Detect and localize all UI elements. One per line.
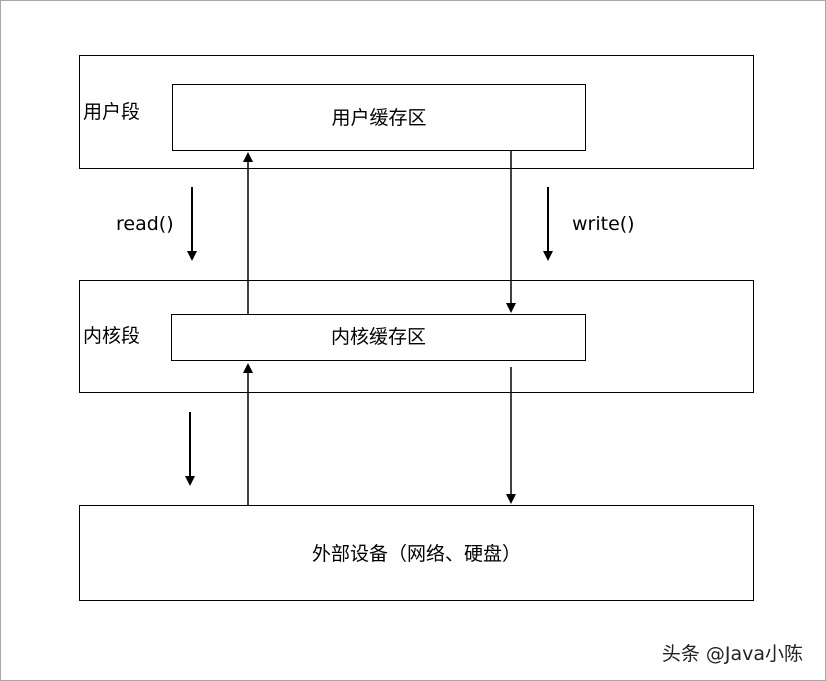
- user-segment-label: 用户段: [83, 101, 141, 123]
- write-call-label: write(): [572, 213, 635, 235]
- kernel-segment-label: 内核段: [83, 325, 141, 347]
- read-call-label: read(): [116, 213, 174, 235]
- external-device-label: 外部设备（网络、硬盘）: [311, 543, 521, 565]
- watermark-text: 头条 @Java小陈: [661, 643, 803, 665]
- kernel-buffer-label: 内核缓存区: [330, 326, 426, 348]
- external-device-box: 外部设备（网络、硬盘）: [79, 505, 754, 601]
- user-buffer-label: 用户缓存区: [331, 107, 427, 129]
- user-buffer-box: 用户缓存区: [172, 84, 586, 151]
- kernel-buffer-box: 内核缓存区: [171, 314, 586, 361]
